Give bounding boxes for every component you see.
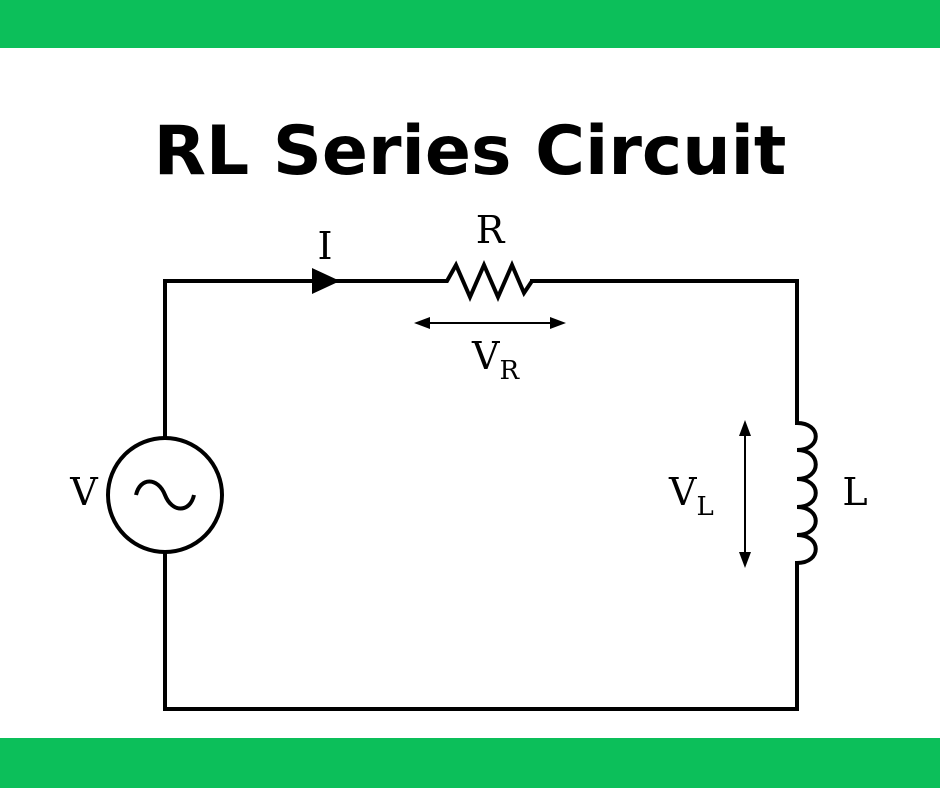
resistor-voltage-sub: R xyxy=(499,356,520,386)
inductor-voltage-arrow xyxy=(739,420,751,568)
inductor-voltage-label: VL xyxy=(668,470,714,522)
resistor-symbol xyxy=(440,259,534,302)
circuit-wires xyxy=(163,279,799,711)
current-arrow-icon xyxy=(312,268,340,294)
top-accent-band xyxy=(0,0,940,48)
ac-source-symbol xyxy=(106,436,224,554)
bottom-accent-band xyxy=(0,738,940,788)
resistor-voltage-main: V xyxy=(471,334,500,378)
inductor-voltage-sub: L xyxy=(696,492,713,522)
inductor-label: L xyxy=(842,470,867,514)
resistor-label: R xyxy=(476,208,506,252)
resistor-voltage-label: VR xyxy=(471,334,520,386)
wire-top-right xyxy=(530,279,799,425)
source-label: V xyxy=(69,470,98,514)
current-label: I xyxy=(317,224,332,268)
sine-wave-icon xyxy=(134,479,196,511)
page-title: RL Series Circuit xyxy=(153,112,787,191)
wire-left-lower xyxy=(163,550,799,711)
inductor-voltage-main: V xyxy=(668,470,697,514)
inductor-symbol xyxy=(796,421,818,565)
resistor-voltage-arrow xyxy=(414,317,566,329)
